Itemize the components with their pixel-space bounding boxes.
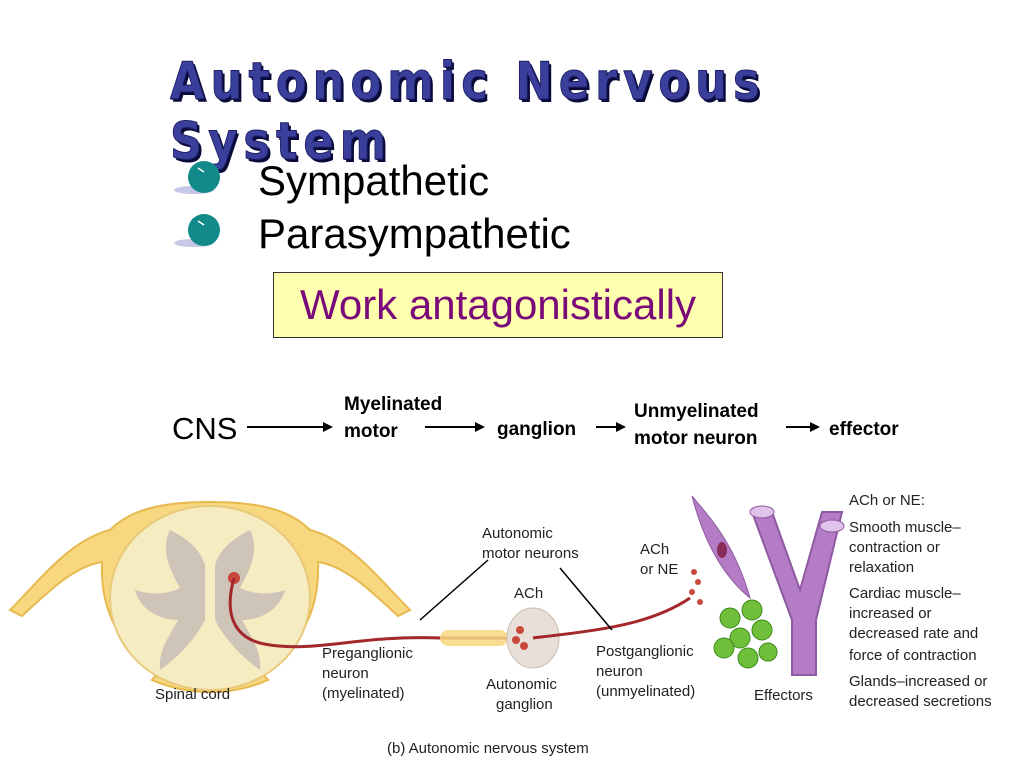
spinal-cord-illustration: [8, 500, 412, 694]
bullet-parasympathetic: Parasympathetic: [258, 210, 571, 257]
label-autonomic-motor-neurons-line1: Autonomic: [482, 525, 553, 542]
label-preganglionic-line2: neuron: [322, 665, 369, 682]
label-autonomic-ganglion-line2: ganglion: [496, 696, 553, 713]
flow-ganglion: ganglion: [497, 419, 577, 440]
bullet-icon: [174, 214, 220, 247]
effects-line: ACh or NE:: [849, 492, 925, 509]
flow-arrow: [786, 422, 820, 432]
bullet-icon: [174, 161, 220, 194]
preganglionic-axon: [228, 577, 510, 649]
effects-line: increased or: [849, 605, 932, 622]
cardiac-muscle: [750, 511, 844, 676]
effects-line: Smooth muscle–: [849, 519, 961, 536]
figure-caption: (b) Autonomic nervous system: [387, 740, 589, 757]
effects-line: decreased secretions: [849, 693, 992, 710]
antagonistic-note: Work antagonistically: [273, 272, 723, 338]
flow-arrow: [247, 422, 333, 432]
flow-step3-line1: Unmyelinated: [634, 401, 759, 422]
effects-line: Glands–increased or: [849, 673, 987, 690]
flow-cns: CNS: [172, 411, 238, 446]
flow-step1-line1: Myelinated: [344, 394, 443, 415]
label-preganglionic-line3: (myelinated): [322, 685, 405, 702]
postganglionic-axon: [532, 596, 691, 640]
label-preganglionic-line1: Preganglionic: [322, 645, 413, 662]
axon-terminals: [689, 569, 703, 605]
flow-arrow: [425, 422, 485, 432]
effects-line: relaxation: [849, 559, 914, 576]
flow-step3-line2: motor neuron: [634, 428, 758, 449]
flow-arrow: [596, 422, 626, 432]
label-effectors: Effectors: [754, 687, 813, 704]
gland-cells: [713, 599, 778, 669]
label-postganglionic-line2: neuron: [596, 663, 643, 680]
flow-effector: effector: [829, 419, 899, 440]
flow-unmyelinated-motor-neuron: Unmyelinated motor neuron: [634, 398, 759, 452]
label-postganglionic-line1: Postganglionic: [596, 643, 694, 660]
flow-step1-line2: motor: [344, 421, 398, 442]
label-ach-ne-line2: or NE: [640, 561, 678, 578]
flow-myelinated-motor: Myelinated motor: [344, 391, 442, 445]
effects-line: force of contraction: [849, 647, 977, 664]
myelin-sheath: [440, 630, 508, 646]
autonomic-pathway-figure: Spinal cord Autonomic motor neurons ACh …: [8, 492, 992, 757]
label-ach-ne-line1: ACh: [640, 541, 669, 558]
effects-list: ACh or NE: Smooth muscle– contraction or…: [849, 492, 992, 710]
label-autonomic-motor-neurons-line2: motor neurons: [482, 545, 579, 562]
label-postganglionic-line3: (unmyelinated): [596, 683, 695, 700]
label-autonomic-ganglion-line1: Autonomic: [486, 676, 557, 693]
label-spinal-cord: Spinal cord: [155, 686, 230, 703]
effects-line: Cardiac muscle–: [849, 585, 961, 602]
effects-line: contraction or: [849, 539, 940, 556]
effects-line: decreased rate and: [849, 625, 978, 642]
page-title: Autonomic Nervous System: [170, 52, 766, 173]
bullet-sympathetic: Sympathetic: [258, 157, 490, 204]
label-ach: ACh: [514, 585, 543, 602]
